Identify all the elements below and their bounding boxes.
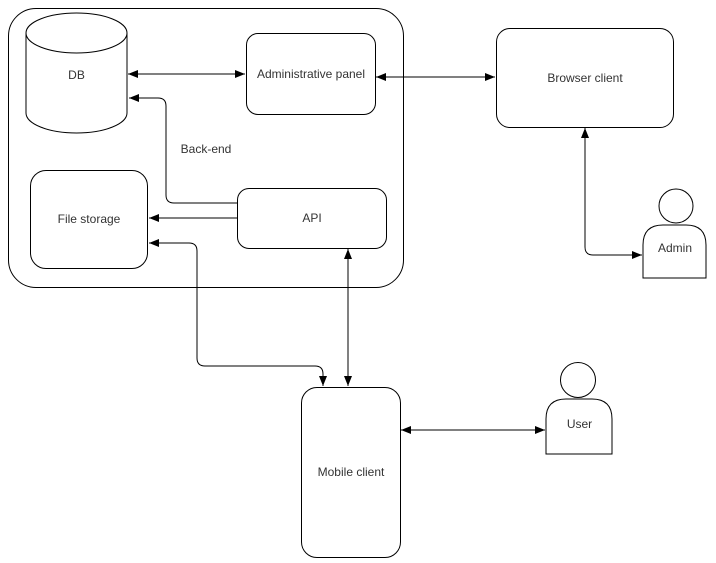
node-mobile-client: Mobile client <box>301 387 401 558</box>
node-browser-client: Browser client <box>496 28 674 128</box>
node-api: API <box>237 188 387 249</box>
api-label: API <box>302 211 322 226</box>
node-administrative-panel: Administrative panel <box>246 33 376 115</box>
user-person-icon <box>545 362 613 455</box>
mobile-client-label: Mobile client <box>317 465 385 480</box>
file-storage-label: File storage <box>57 212 121 227</box>
connector-browser-client-admin <box>581 128 642 259</box>
admin-person-icon <box>642 188 707 279</box>
administrative-panel-label: Administrative panel <box>256 66 366 81</box>
node-file-storage: File storage <box>30 170 148 269</box>
admin-actor-label: Admin <box>657 241 692 255</box>
browser-client-label: Browser client <box>547 70 623 85</box>
user-actor-label: User <box>566 417 593 431</box>
